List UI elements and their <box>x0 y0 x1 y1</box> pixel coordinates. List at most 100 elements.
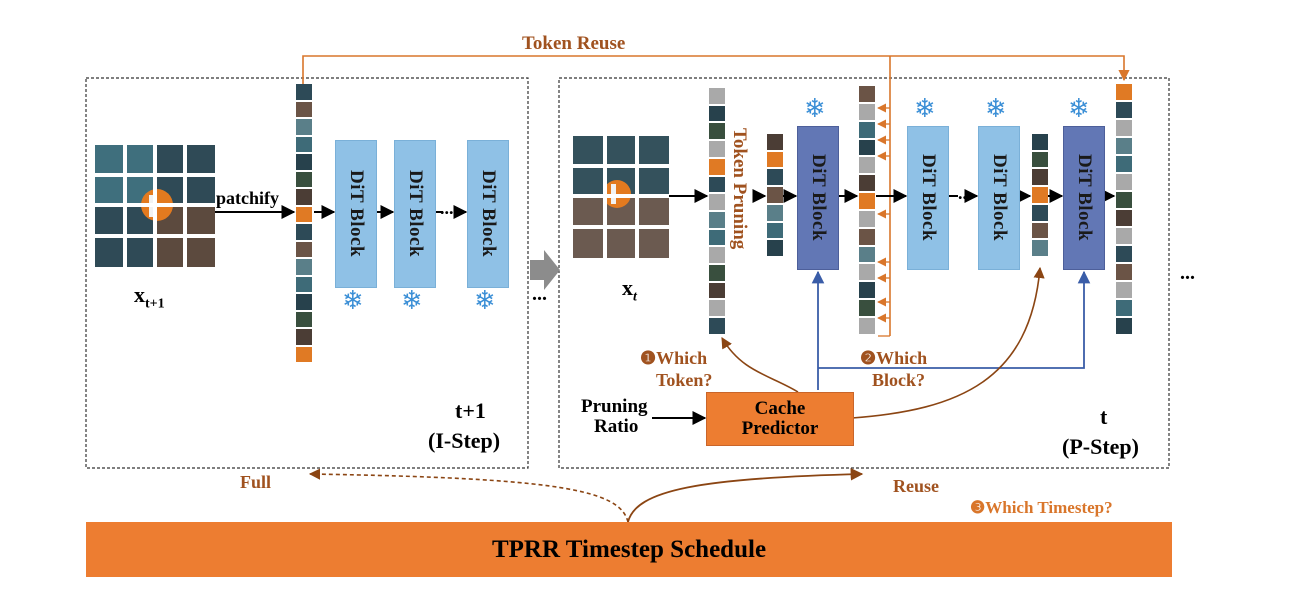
token-cell <box>859 121 875 138</box>
right-panel-frame <box>558 77 1170 469</box>
token-cell <box>709 229 725 246</box>
input-image-grid-left <box>95 145 215 267</box>
token-pruning-label: Token Pruning <box>729 128 750 250</box>
token-cell <box>709 265 725 281</box>
token-cell <box>296 189 312 205</box>
dit-block-left-1: DiT Block <box>335 140 377 288</box>
token-cell <box>709 105 725 122</box>
pruning-ratio-line2: Ratio <box>594 416 639 437</box>
token-cell <box>1116 282 1132 298</box>
cache-predictor-line1: Cache <box>754 398 806 419</box>
token-cell <box>1032 204 1048 221</box>
token-cell <box>709 318 725 334</box>
token-cell <box>1116 156 1132 172</box>
token-cell <box>1116 228 1132 244</box>
left-panel-frame <box>85 77 529 469</box>
dit-block-right-1: DiT Block <box>797 126 839 270</box>
input-label-left: xt+1 <box>134 282 165 312</box>
token-reuse-line <box>302 55 1130 84</box>
pruning-ratio-line1: Pruning <box>581 396 648 417</box>
token-cell <box>859 210 875 227</box>
frozen-snowflake-icon: ❄ <box>401 286 423 316</box>
token-cell <box>709 158 725 175</box>
cache-predictor-line2: Predictor <box>741 418 819 439</box>
token-cell <box>859 246 875 263</box>
token-cell <box>709 88 725 104</box>
frozen-snowflake-icon: ❄ <box>804 94 826 124</box>
left-dots: ... <box>440 198 454 218</box>
token-cell <box>296 311 312 327</box>
token-column-pruned <box>709 88 725 336</box>
token-cell <box>1116 192 1132 208</box>
frozen-snowflake-icon: ❄ <box>474 286 496 316</box>
token-cell <box>709 176 725 193</box>
token-cell <box>296 206 312 222</box>
token-cell <box>1116 300 1132 316</box>
dit-block-left-3: DiT Block <box>467 140 509 288</box>
token-cell <box>767 134 783 150</box>
token-cell <box>296 294 312 310</box>
token-cell <box>1116 174 1132 190</box>
token-cell <box>859 282 875 299</box>
token-cell <box>859 103 875 120</box>
token-cell <box>859 264 875 281</box>
token-cell <box>859 139 875 156</box>
token-cell <box>1032 151 1048 168</box>
token-column-kept <box>767 134 783 258</box>
token-cell <box>1032 134 1048 150</box>
right-dots: ... <box>958 183 972 203</box>
step-label-right-2: (P-Step) <box>1062 434 1139 459</box>
step-label-left-2: (I-Step) <box>428 428 501 453</box>
token-cell <box>296 259 312 275</box>
token-column-output <box>1116 84 1132 336</box>
which-block-line1: ❷Which <box>860 348 928 368</box>
step-label-right-1: t <box>1100 404 1108 429</box>
which-timestep-label: ❸Which Timestep? <box>970 498 1113 517</box>
token-cell <box>859 193 875 209</box>
token-column-mid <box>1032 134 1048 258</box>
which-block-arrow-2 <box>818 270 1091 369</box>
reuse-arrow <box>627 467 864 523</box>
token-cell <box>859 157 875 174</box>
which-block-curve <box>851 266 1045 419</box>
reuse-label: Reuse <box>893 476 939 496</box>
token-cell <box>296 224 312 240</box>
token-cell <box>1116 246 1132 262</box>
dit-block-right-4: DiT Block <box>1063 126 1105 270</box>
token-reuse-ticks <box>877 103 890 323</box>
token-cell <box>709 282 725 299</box>
token-column-left <box>296 84 312 364</box>
which-token-line2: Token? <box>656 370 713 390</box>
token-cell <box>1032 222 1048 239</box>
token-cell <box>709 194 725 210</box>
token-cell <box>767 204 783 221</box>
token-cell <box>296 346 312 362</box>
which-block-line2: Block? <box>872 370 926 390</box>
trailing-dots: ... <box>1180 262 1195 284</box>
token-cell <box>1032 240 1048 256</box>
schedule-label: TPRR Timestep Schedule <box>491 535 767 563</box>
token-cell <box>296 154 312 170</box>
token-cell <box>1116 210 1132 226</box>
token-cell <box>709 300 725 317</box>
frozen-snowflake-icon: ❄ <box>985 94 1007 124</box>
which-token-line1: ❶Which <box>640 348 708 368</box>
token-cell <box>709 141 725 157</box>
frozen-snowflake-icon: ❄ <box>342 286 364 316</box>
token-cell <box>296 84 312 100</box>
full-arrow <box>308 468 629 523</box>
dit-block-right-3: DiT Block <box>978 126 1020 270</box>
token-cell <box>296 136 312 152</box>
frozen-snowflake-icon: ❄ <box>1068 94 1090 124</box>
token-cell <box>709 123 725 140</box>
token-cell <box>296 171 312 187</box>
token-cell <box>767 151 783 168</box>
dit-block-left-2: DiT Block <box>394 140 436 288</box>
token-column-after-block <box>859 86 875 336</box>
token-cell <box>767 187 783 203</box>
cache-predictor-box: Cache Predictor <box>706 392 854 446</box>
step-label-left-1: t+1 <box>455 398 486 423</box>
input-label-right: xt <box>622 275 637 305</box>
